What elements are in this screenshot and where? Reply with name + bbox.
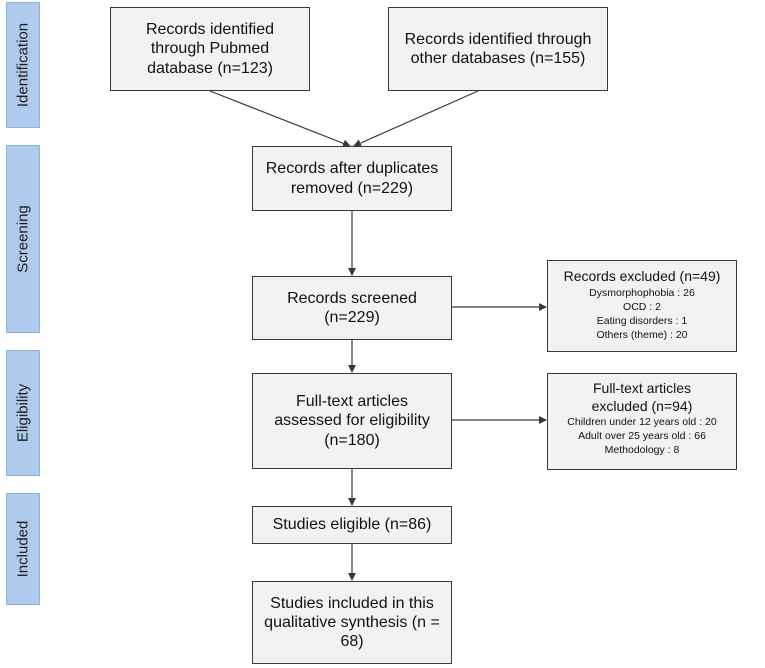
full-text-excluded-box: Full-text articles excluded (n=94) Child…	[547, 373, 737, 470]
after-duplicates-box: Records after duplicates removed (n=229)	[252, 146, 452, 211]
full-text-excluded-item: Children under 12 years old : 20	[567, 416, 717, 428]
other-databases-records-box: Records identified through other databas…	[388, 7, 608, 91]
full-text-excluded-item: Methodology : 8	[604, 444, 680, 457]
records-excluded-item: Dysmorphophobia : 26	[589, 286, 695, 299]
records-excluded-box: Records excluded (n=49) Dysmorphophobia …	[547, 260, 737, 352]
full-text-assessed-box: Full-text articles assessed for eligibil…	[252, 373, 452, 469]
records-excluded-item: Others (theme) : 20	[596, 329, 688, 342]
full-text-excluded-title: Full-text articles excluded (n=94)	[591, 380, 693, 414]
after-duplicates-text: Records after duplicates removed (n=229)	[265, 160, 439, 197]
other-databases-records-text: Records identified through other databas…	[404, 30, 592, 67]
records-screened-box: Records screened (n=229)	[252, 276, 452, 340]
records-excluded-title: Records excluded (n=49)	[563, 268, 721, 284]
pubmed-records-box: Records identified through Pubmed databa…	[110, 7, 310, 91]
records-excluded-item: OCD : 2	[623, 300, 661, 313]
arrow-other-to-duplicates	[353, 90, 479, 147]
studies-included-box: Studies included in this qualitative syn…	[252, 581, 452, 664]
arrow-pubmed-to-duplicates	[209, 90, 351, 148]
phase-identification: Identification	[6, 2, 40, 128]
records-screened-text: Records screened (n=229)	[287, 289, 417, 326]
phase-screening: Screening	[6, 145, 40, 333]
phase-eligibility: Eligibility	[6, 350, 40, 476]
records-excluded-item: Eating disorders : 1	[596, 314, 688, 327]
studies-included-text: Studies included in this qualitative syn…	[264, 594, 440, 651]
studies-eligible-box: Studies eligible (n=86)	[252, 506, 452, 544]
full-text-excluded-item: Adult over 25 years old : 66	[578, 430, 706, 443]
full-text-assessed-text: Full-text articles assessed for eligibil…	[274, 393, 430, 449]
phase-included: Included	[6, 493, 40, 605]
studies-eligible-text: Studies eligible (n=86)	[272, 516, 432, 534]
pubmed-records-text: Records identified through Pubmed databa…	[145, 21, 275, 77]
